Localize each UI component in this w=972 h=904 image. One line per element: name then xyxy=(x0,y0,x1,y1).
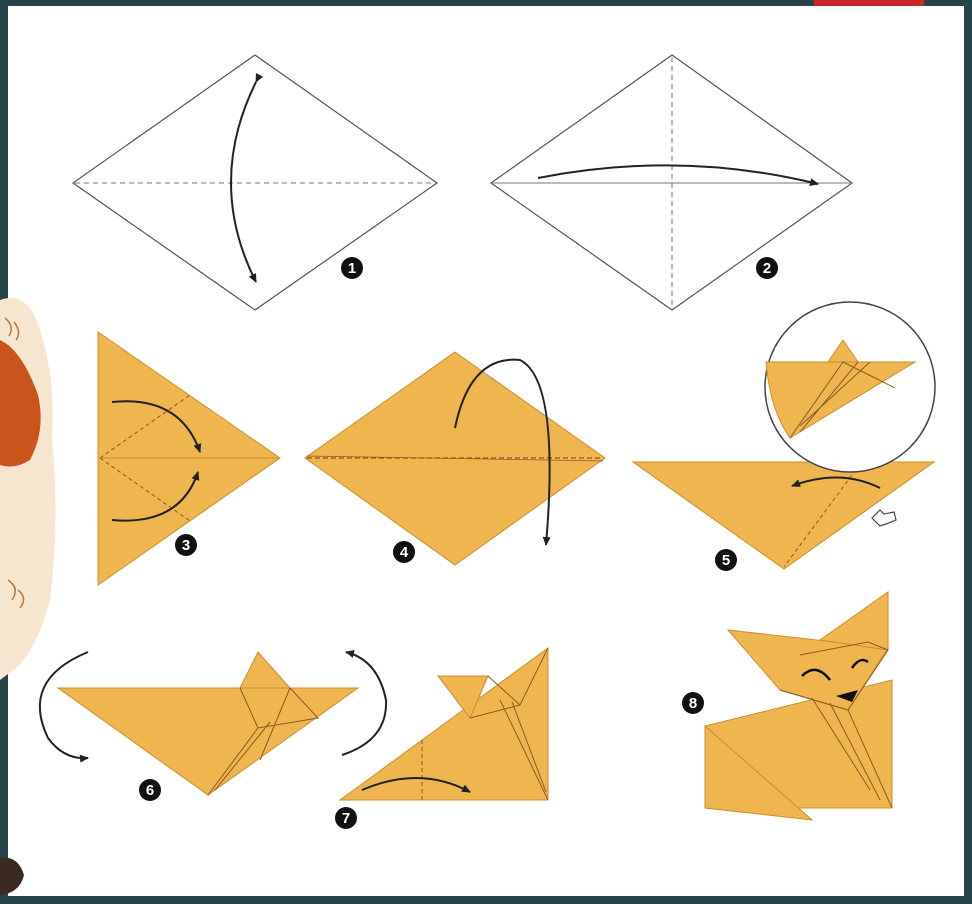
step-number: 7 xyxy=(342,810,350,827)
ear xyxy=(240,652,290,688)
step-badge: 1 xyxy=(341,257,363,279)
step-6-diagram xyxy=(40,652,386,795)
pointing-hand-icon xyxy=(872,510,896,526)
step-badge: 5 xyxy=(715,549,737,571)
step-number: 8 xyxy=(689,695,697,712)
fox-illustration xyxy=(0,298,56,895)
step-7-diagram xyxy=(340,648,548,800)
step-8-diagram xyxy=(705,592,892,820)
detail-inset xyxy=(765,302,935,472)
step-number: 2 xyxy=(763,260,771,277)
folded-body xyxy=(58,688,358,795)
step-badge: 8 xyxy=(682,692,704,714)
folded-body xyxy=(340,648,548,800)
fold-arrow xyxy=(40,652,88,758)
step-number: 6 xyxy=(146,782,154,799)
step-number: 5 xyxy=(722,552,730,569)
step-4-diagram xyxy=(305,352,605,565)
step-badge: 6 xyxy=(139,779,161,801)
step-number: 4 xyxy=(400,544,409,561)
step-badge: 2 xyxy=(756,257,778,279)
fox-ear xyxy=(820,592,888,650)
step-5-diagram xyxy=(633,302,935,569)
step-1-diagram xyxy=(73,55,437,310)
fold-arrow xyxy=(342,652,386,755)
fox-paw xyxy=(0,858,24,895)
step-badge: 3 xyxy=(175,534,197,556)
step-2-diagram xyxy=(491,55,852,310)
step-badge: 4 xyxy=(393,541,415,563)
step-number: 3 xyxy=(182,537,190,554)
step-number: 1 xyxy=(348,260,356,277)
step-badge: 7 xyxy=(335,807,357,829)
